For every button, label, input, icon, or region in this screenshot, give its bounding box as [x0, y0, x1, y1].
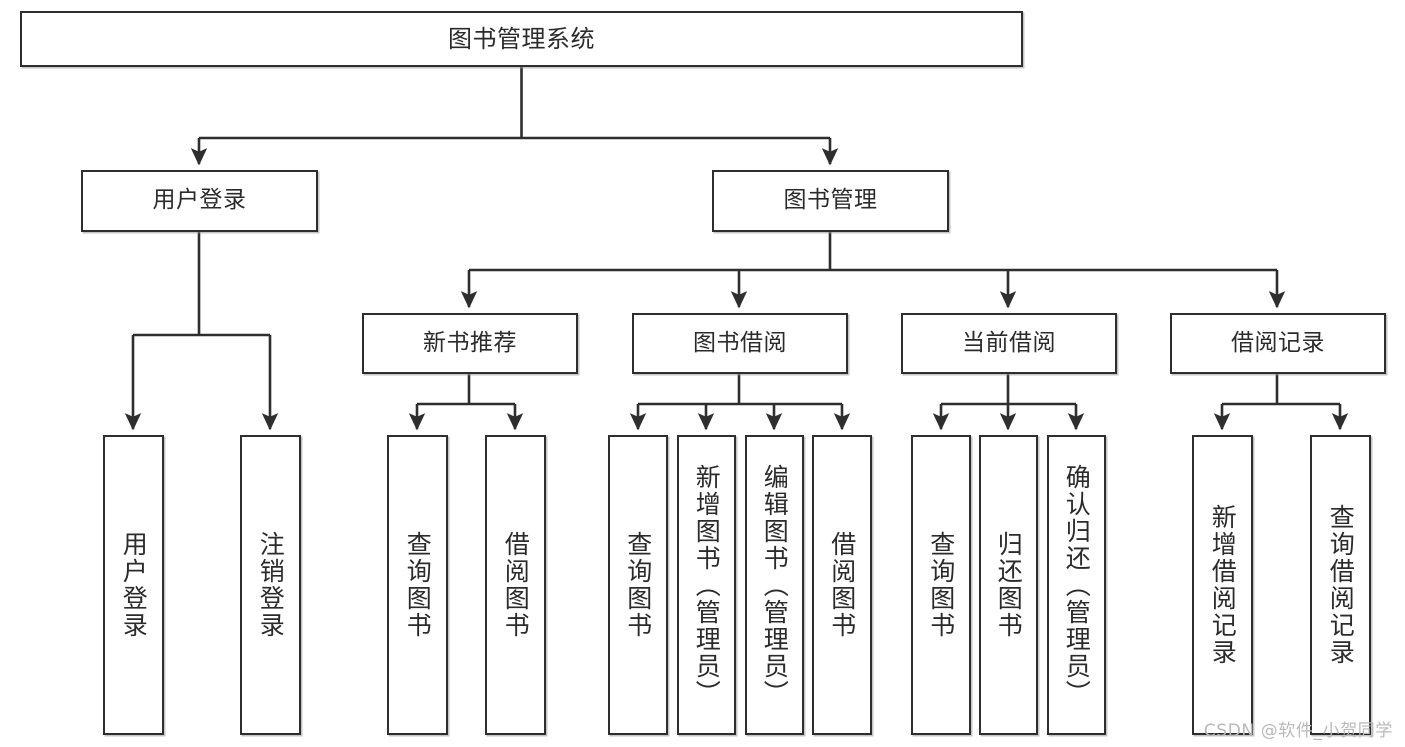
node-leaf-query-book-1[interactable]: 查询图书 [387, 435, 448, 735]
node-leaf-confirm-return[interactable]: 确认归还（管理员） [1047, 435, 1106, 735]
node-leaf-logout-login[interactable]: 注销登录 [240, 435, 301, 735]
node-leaf-logout-login-label: 注销登录 [256, 531, 286, 639]
node-current-borrow[interactable]: 当前借阅 [901, 313, 1117, 374]
node-leaf-borrow-book-1[interactable]: 借阅图书 [485, 435, 546, 735]
node-leaf-query-book-3[interactable]: 查询图书 [911, 435, 971, 735]
node-leaf-query-book-2[interactable]: 查询图书 [608, 435, 668, 735]
node-leaf-add-book-label: 新增图书（管理员） [692, 463, 722, 707]
node-leaf-edit-book-label: 编辑图书（管理员） [760, 463, 790, 707]
node-leaf-borrow-book-1-label: 借阅图书 [501, 531, 531, 639]
node-leaf-query-record[interactable]: 查询借阅记录 [1310, 435, 1371, 735]
node-leaf-user-login-label: 用户登录 [119, 531, 149, 639]
node-user-login-label: 用户登录 [152, 187, 247, 214]
node-leaf-add-book[interactable]: 新增图书（管理员） [677, 435, 736, 735]
node-book-manage[interactable]: 图书管理 [712, 170, 949, 232]
node-book-borrow[interactable]: 图书借阅 [632, 313, 848, 374]
node-borrow-record-label: 借阅记录 [1231, 329, 1325, 356]
node-leaf-edit-book[interactable]: 编辑图书（管理员） [745, 435, 804, 735]
node-root[interactable]: 图书管理系统 [20, 11, 1023, 67]
node-new-book-rec-label: 新书推荐 [423, 329, 517, 356]
node-book-manage-label: 图书管理 [783, 187, 878, 214]
node-root-label: 图书管理系统 [448, 24, 595, 53]
node-book-borrow-label: 图书借阅 [693, 329, 787, 356]
node-leaf-query-book-2-label: 查询图书 [623, 531, 653, 639]
node-leaf-add-record-label: 新增借阅记录 [1208, 504, 1238, 666]
node-borrow-record[interactable]: 借阅记录 [1170, 313, 1386, 374]
node-leaf-return-book-label: 归还图书 [994, 531, 1024, 639]
node-leaf-query-record-label: 查询借阅记录 [1326, 504, 1356, 666]
csdn-watermark: CSDN @软件_小贺同学 [1203, 721, 1393, 741]
node-leaf-return-book[interactable]: 归还图书 [979, 435, 1038, 735]
node-leaf-add-record[interactable]: 新增借阅记录 [1192, 435, 1253, 735]
node-leaf-borrow-book-2-label: 借阅图书 [827, 531, 857, 639]
node-leaf-borrow-book-2[interactable]: 借阅图书 [812, 435, 872, 735]
node-current-borrow-label: 当前借阅 [962, 329, 1056, 356]
node-new-book-rec[interactable]: 新书推荐 [362, 313, 578, 374]
node-user-login[interactable]: 用户登录 [81, 170, 318, 232]
node-leaf-query-book-3-label: 查询图书 [926, 531, 956, 639]
node-leaf-query-book-1-label: 查询图书 [403, 531, 433, 639]
node-leaf-user-login[interactable]: 用户登录 [103, 435, 164, 735]
node-leaf-confirm-return-label: 确认归还（管理员） [1062, 463, 1092, 707]
